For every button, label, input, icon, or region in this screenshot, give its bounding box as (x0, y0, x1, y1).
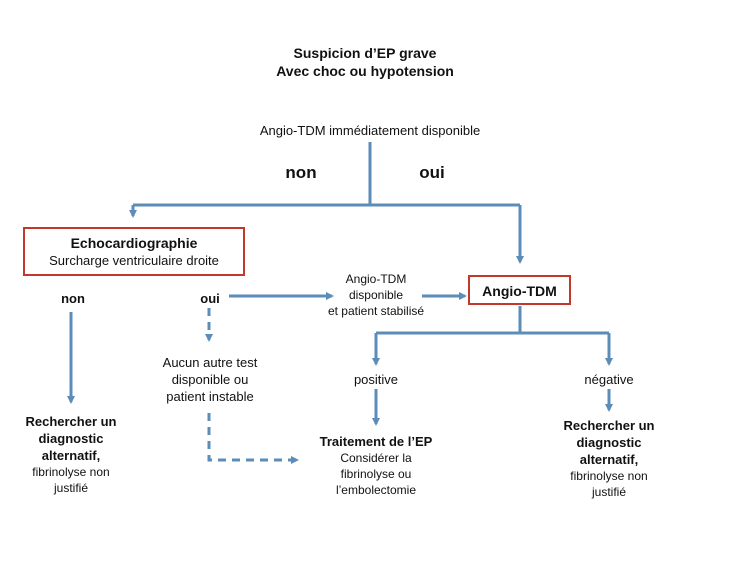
alt-right-line-1: Rechercher un (563, 418, 655, 433)
alt-left-line-5: justifié (53, 481, 88, 495)
title-line-2: Avec choc ou hypotension (276, 63, 454, 79)
dashed-connector-notest-down (207, 413, 299, 464)
alt-left-line-1: Rechercher un (25, 414, 117, 429)
treatment-line-1: Considérer la (340, 451, 412, 465)
angio-available-line-2: disponible (348, 288, 404, 302)
no-test-line-2: disponible ou (171, 372, 249, 387)
title-line-1: Suspicion d’EP grave (293, 45, 437, 61)
alt-left-line-2: diagnostic (38, 431, 104, 446)
no-test-line-3: patient instable (166, 389, 254, 404)
treatment-line-2: fibrinolyse ou (340, 467, 412, 481)
angio-box-title: Angio-TDM (482, 283, 557, 299)
treatment-block: Traitement de l’EP Considérer la fibrino… (296, 433, 456, 498)
angio-available-line-3: et patient stabilisé (327, 304, 425, 318)
treatment-title: Traitement de l’EP (319, 434, 433, 449)
alt-right-line-5: justifié (591, 485, 626, 499)
no-test-line-1: Aucun autre test (162, 355, 258, 370)
alternative-diagnosis-left: Rechercher un diagnostic alternatif, fib… (11, 413, 131, 496)
alternative-diagnosis-right: Rechercher un diagnostic alternatif, fib… (549, 417, 669, 500)
angio-tdm-box: Angio-TDM (468, 275, 571, 305)
alt-right-line-3: alternatif, (579, 452, 639, 467)
treatment-line-3: l’embolectomie (335, 483, 417, 497)
angio-available-text: Angio-TDM disponible et patient stabilis… (310, 271, 442, 319)
branch-label-oui: oui (419, 163, 445, 182)
alt-right-line-2: diagnostic (576, 435, 642, 450)
echo-title: Echocardiographie (70, 235, 198, 251)
question-text: Angio-TDM immédiatement disponible (259, 123, 481, 138)
diagram-title: Suspicion d’EP grave Avec choc ou hypote… (205, 44, 525, 80)
echo-subtitle: Surcharge ventriculaire droite (49, 253, 219, 268)
no-test-text: Aucun autre test disponible ou patient i… (140, 354, 280, 405)
angio-available-line-1: Angio-TDM (345, 272, 407, 286)
result-negative: négative (584, 372, 634, 387)
alt-right-line-4: fibrinolyse non (570, 469, 648, 483)
echocardiographie-box: Echocardiographie Surcharge ventriculair… (23, 227, 245, 276)
alt-left-line-4: fibrinolyse non (32, 465, 110, 479)
alt-left-line-3: alternatif, (41, 448, 101, 463)
echo-branch-non: non (61, 291, 85, 306)
branch-label-non: non (285, 163, 317, 182)
result-positive: positive (353, 372, 399, 387)
echo-branch-oui: oui (200, 291, 220, 306)
